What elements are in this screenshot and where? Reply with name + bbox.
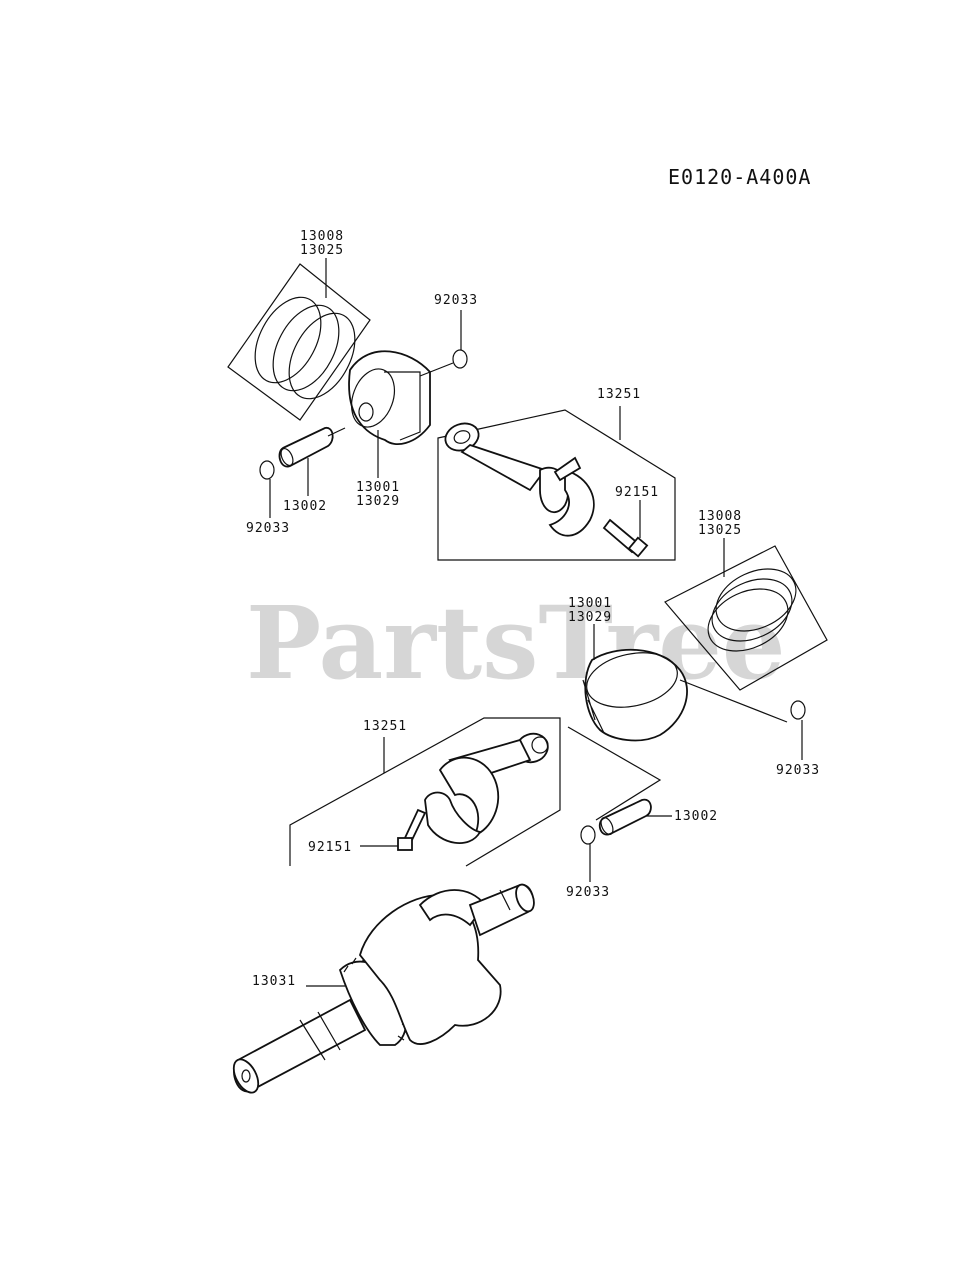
- label-upper-rod-bolt[interactable]: 92151: [615, 485, 659, 500]
- upper-piston[interactable]: [344, 350, 431, 445]
- crankshaft[interactable]: [229, 882, 538, 1096]
- lower-piston[interactable]: [582, 645, 688, 742]
- label-upper-piston-pin[interactable]: 13002: [283, 499, 327, 514]
- upper-piston-rings[interactable]: [227, 263, 371, 421]
- lower-circlip-right[interactable]: [790, 700, 806, 720]
- label-upper-piston-13029[interactable]: 13029: [356, 494, 400, 509]
- lower-circlip-bottom[interactable]: [580, 825, 596, 845]
- label-upper-circlip-left[interactable]: 92033: [246, 521, 290, 536]
- watermark: PartsTree: [246, 584, 786, 702]
- label-lower-rings-13025[interactable]: 13025: [698, 523, 742, 538]
- upper-piston-pin[interactable]: [278, 427, 334, 468]
- label-upper-circlip-top[interactable]: 92033: [434, 293, 478, 308]
- label-lower-rod-bolt[interactable]: 92151: [308, 840, 352, 855]
- lower-piston-rings[interactable]: [664, 545, 828, 691]
- label-lower-connecting-rod[interactable]: 13251: [363, 719, 407, 734]
- label-upper-rings-13025[interactable]: 13025: [300, 243, 344, 258]
- upper-circlip-top[interactable]: [452, 349, 468, 369]
- label-lower-piston-13029[interactable]: 13029: [568, 610, 612, 625]
- label-upper-rings-13008[interactable]: 13008: [300, 229, 344, 244]
- lower-piston-pin[interactable]: [598, 798, 652, 837]
- label-upper-piston-13001[interactable]: 13001: [356, 480, 400, 495]
- label-lower-piston-13001[interactable]: 13001: [568, 596, 612, 611]
- diagram-code: E0120-A400A: [668, 165, 811, 189]
- label-lower-circlip-right[interactable]: 92033: [776, 763, 820, 778]
- label-upper-connecting-rod[interactable]: 13251: [597, 387, 641, 402]
- upper-circlip-left[interactable]: [259, 460, 275, 480]
- lower-connecting-rod[interactable]: [289, 717, 561, 867]
- label-lower-piston-pin[interactable]: 13002: [674, 809, 718, 824]
- lower-rod-bolt[interactable]: [397, 808, 427, 851]
- label-crankshaft[interactable]: 13031: [252, 974, 296, 989]
- upper-connecting-rod[interactable]: [437, 409, 676, 561]
- label-lower-circlip-bottom[interactable]: 92033: [566, 885, 610, 900]
- label-lower-rings-13008[interactable]: 13008: [698, 509, 742, 524]
